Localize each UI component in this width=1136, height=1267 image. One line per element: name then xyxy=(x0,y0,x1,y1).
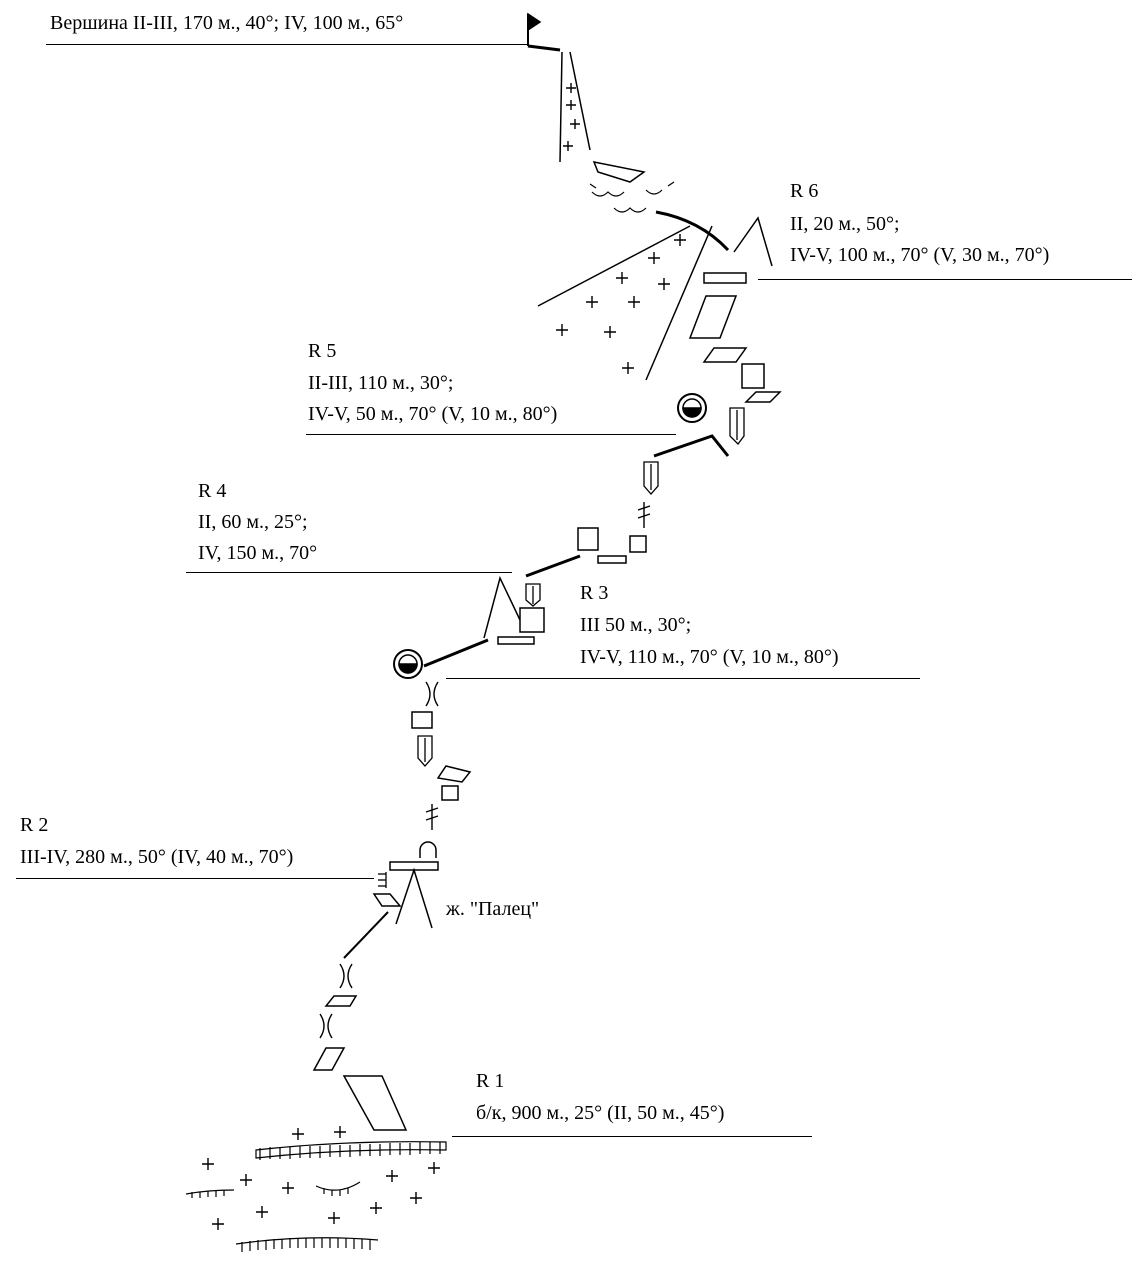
cross-icon xyxy=(556,234,686,374)
route-line xyxy=(653,434,730,458)
crack-icon xyxy=(525,583,541,607)
r1-underline xyxy=(452,1136,812,1137)
ledge-icon xyxy=(703,272,747,284)
slab-icon xyxy=(324,995,358,1007)
finger-label: ж. "Палец" xyxy=(446,898,540,920)
crack-icon xyxy=(417,735,433,767)
r4-underline xyxy=(186,572,512,573)
rock-icon xyxy=(537,225,713,381)
r6-line1: II, 20 м., 50°; xyxy=(790,213,900,235)
r5-underline xyxy=(306,434,676,435)
r2-underline xyxy=(16,878,374,879)
bivouac-icon xyxy=(677,393,707,423)
r6-title: R 6 xyxy=(790,180,819,202)
cross-icon xyxy=(563,83,580,151)
ledge-icon xyxy=(419,841,437,858)
gendarme-icon xyxy=(733,216,773,267)
r3-underline xyxy=(446,678,920,679)
ice-icon xyxy=(589,181,675,213)
summit-label: Вершина II-III, 170 м., 40°; IV, 100 м.,… xyxy=(50,12,404,34)
ledge-icon xyxy=(597,555,627,564)
ridge-line xyxy=(655,210,730,252)
r2-title: R 2 xyxy=(20,814,49,836)
slab-icon xyxy=(688,295,738,339)
ladder-icon xyxy=(378,872,387,888)
slab-icon xyxy=(592,160,646,183)
r4-title: R 4 xyxy=(198,480,227,502)
r5-title: R 5 xyxy=(308,340,337,362)
slab-icon xyxy=(744,391,782,403)
route-line xyxy=(343,911,389,959)
r5-line1: II-III, 110 м., 30°; xyxy=(308,372,454,394)
r3-line1: III 50 м., 30°; xyxy=(580,614,692,636)
route-line xyxy=(423,638,489,668)
piton-icon xyxy=(425,804,439,830)
block-icon xyxy=(441,785,459,801)
crack-icon xyxy=(425,681,439,707)
rock-icon xyxy=(185,1141,447,1252)
flag-icon xyxy=(527,12,561,52)
block-icon xyxy=(577,527,599,551)
r1-title: R 1 xyxy=(476,1070,505,1092)
r1-line1: б/к, 900 м., 25° (II, 50 м., 45°) xyxy=(476,1102,725,1124)
crack-icon xyxy=(319,1013,333,1039)
r6-underline xyxy=(758,279,1132,280)
block-icon xyxy=(519,607,545,633)
slab-icon xyxy=(702,347,748,363)
slab-icon xyxy=(372,893,402,907)
r3-title: R 3 xyxy=(580,582,609,604)
route-line xyxy=(525,554,581,578)
couloir-icon xyxy=(559,51,591,163)
slab-icon xyxy=(312,1047,346,1071)
slab-icon xyxy=(436,765,472,783)
r4-line2: IV, 150 м., 70° xyxy=(198,542,318,564)
cross-icon xyxy=(202,1126,440,1230)
r2-line1: III-IV, 280 м., 50° (IV, 40 м., 70°) xyxy=(20,846,294,868)
gendarme-icon xyxy=(483,575,521,639)
ledge-icon xyxy=(497,636,535,645)
crack-icon xyxy=(729,407,745,445)
bivouac-icon xyxy=(393,649,423,679)
r6-line2: IV-V, 100 м., 70° (V, 30 м., 70°) xyxy=(790,244,1050,266)
block-icon xyxy=(411,711,433,729)
r5-line2: IV-V, 50 м., 70° (V, 10 м., 80°) xyxy=(308,403,558,425)
slab-icon xyxy=(342,1075,408,1131)
block-icon xyxy=(629,535,647,553)
block-icon xyxy=(741,363,765,389)
gendarme-icon xyxy=(395,867,433,929)
summit-underline xyxy=(46,44,528,45)
crack-icon xyxy=(339,963,353,989)
r4-line1: II, 60 м., 25°; xyxy=(198,511,308,533)
r3-line2: IV-V, 110 м., 70° (V, 10 м., 80°) xyxy=(580,646,839,668)
piton-icon xyxy=(637,502,651,528)
crack-icon xyxy=(643,461,659,495)
